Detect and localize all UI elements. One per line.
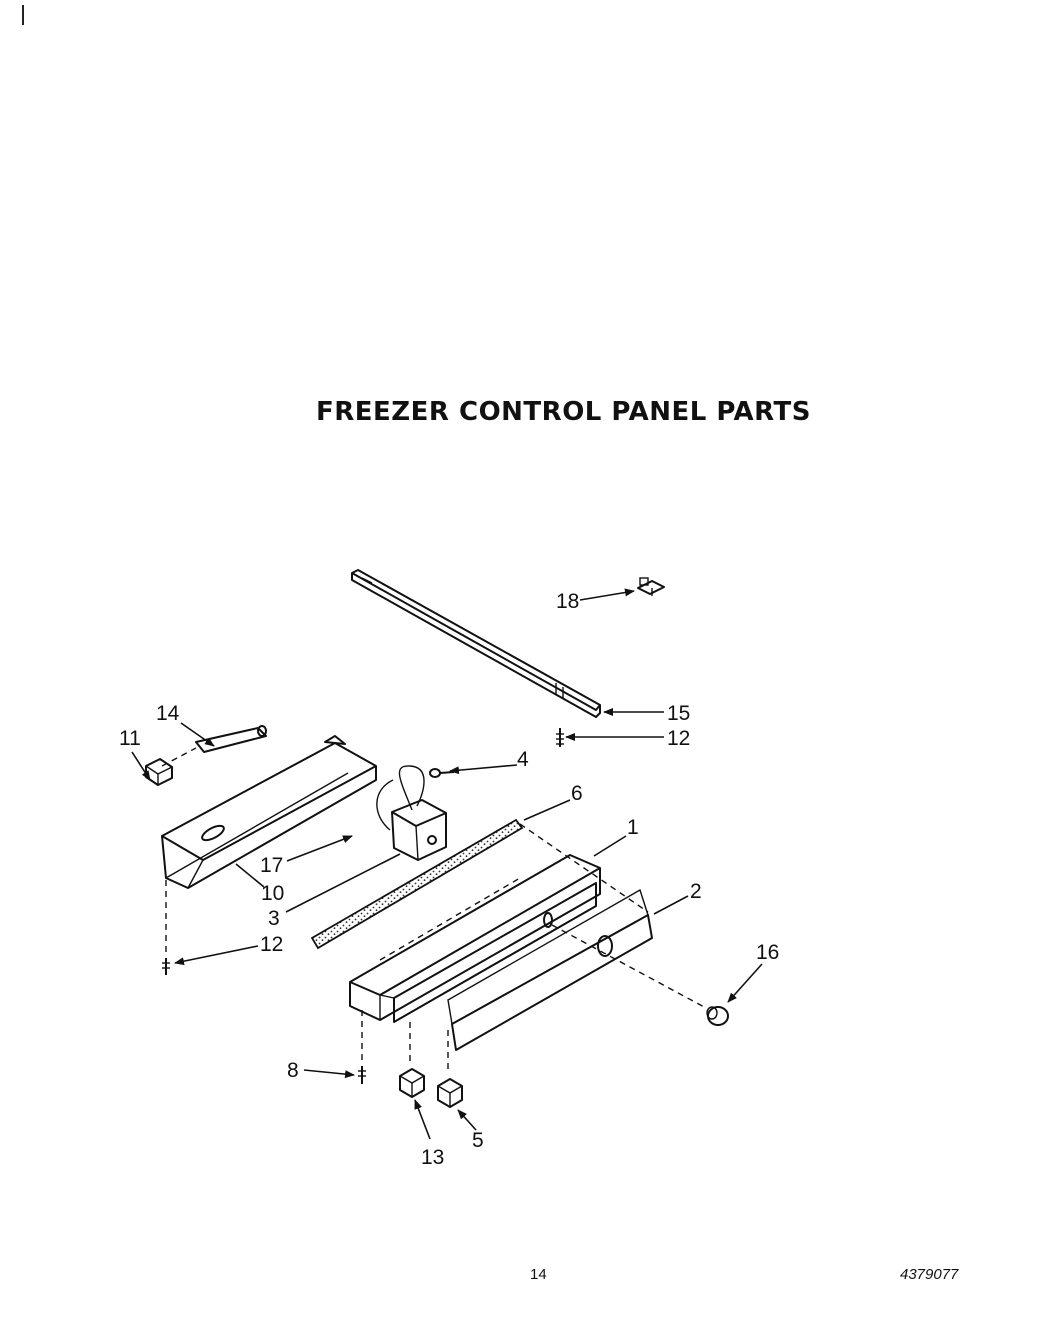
temperature-control-part (376, 765, 447, 861)
callout-12-right: 12 (667, 727, 690, 750)
callout-labels: 18 15 12 14 11 4 6 1 2 16 17 10 3 12 8 1… (119, 590, 779, 1169)
callout-1: 1 (627, 816, 639, 839)
switch-5-part (437, 1030, 463, 1108)
callout-18: 17 (260, 854, 283, 877)
callout-17: 18 (556, 590, 579, 613)
leader-lines (131, 588, 763, 1140)
front-trim-part (447, 888, 707, 1051)
callout-8: 8 (287, 1059, 299, 1082)
page-number: 14 (530, 1266, 547, 1283)
page-title: FREEZER CONTROL PANEL PARTS (316, 397, 811, 427)
callout-6: 6 (571, 782, 583, 805)
callout-2: 2 (690, 880, 702, 903)
control-housing-part (349, 854, 601, 1023)
screw-left-part (162, 880, 170, 975)
callout-12-left: 12 (260, 933, 283, 956)
callout-13: 14 (156, 702, 180, 725)
document-number: 4379077 (900, 1266, 959, 1283)
callout-3: 3 (268, 907, 280, 930)
control-bracket-part (161, 735, 377, 889)
callout-15: 13 (421, 1146, 444, 1169)
clamp-part (145, 758, 173, 786)
callout-10: 10 (261, 882, 284, 905)
gasket-strip-part (310, 818, 649, 950)
callout-14: 15 (667, 702, 690, 725)
margin-mark (22, 5, 24, 25)
top-rail-part (351, 569, 601, 718)
screw-upper-part (556, 728, 564, 747)
clip-part (637, 577, 665, 596)
switch-15-part (399, 1022, 425, 1098)
screw-8-part (358, 1010, 366, 1084)
callout-16: 16 (756, 941, 779, 964)
knob-part (706, 1006, 729, 1026)
sensing-tube-part (161, 725, 267, 767)
callout-4: 4 (517, 748, 529, 771)
callout-11: 11 (119, 727, 141, 750)
callout-5: 5 (472, 1129, 484, 1152)
